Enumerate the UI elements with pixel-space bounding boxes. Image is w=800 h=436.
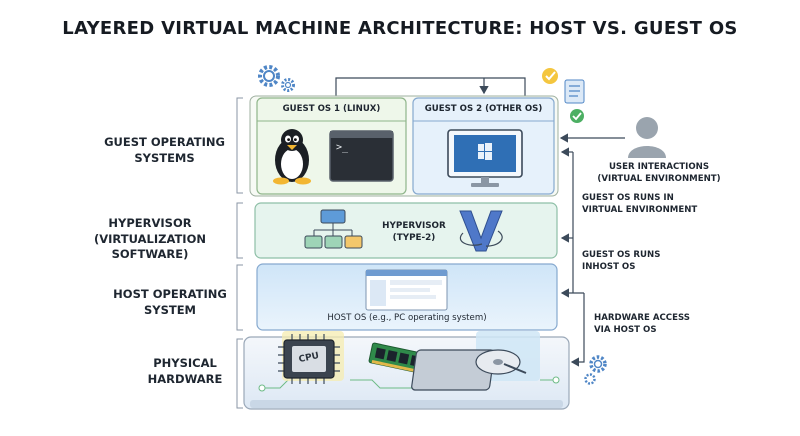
document-list-icon bbox=[564, 79, 585, 104]
hardware-base bbox=[250, 400, 563, 408]
page-title: LAYERED VIRTUAL MACHINE ARCHITECTURE: HO… bbox=[62, 18, 738, 39]
host-window-icon bbox=[365, 269, 448, 311]
org-chart-icon bbox=[304, 209, 363, 249]
monitor-windows-icon bbox=[447, 129, 523, 187]
check-badge-icon bbox=[542, 68, 558, 84]
annotation-virtual-line2: VIRTUAL ENVIRONMENT bbox=[582, 204, 698, 215]
hypervisor-box-label-line1: HYPERVISOR bbox=[382, 221, 446, 231]
terminal-window-icon bbox=[329, 130, 394, 182]
user-avatar-icon bbox=[628, 117, 666, 158]
gear-icon bbox=[258, 65, 295, 92]
annotation-virtual-env: GUEST OS RUNS IN VIRTUAL ENVIRONMENT bbox=[582, 193, 712, 216]
right-flow-arrows bbox=[559, 133, 625, 367]
annotation-inhost: GUEST OS RUNS INHOST OS bbox=[582, 250, 692, 273]
layer-label-hypervisor-line1: HYPERVISOR bbox=[108, 216, 192, 230]
annotation-virtual-line1: GUEST OS RUNS IN bbox=[582, 193, 674, 203]
annotation-inhost-line2: INHOST OS bbox=[582, 261, 636, 272]
annotation-hw-line2: VIA HOST OS bbox=[594, 324, 657, 335]
guest2-title: GUEST OS 2 (OTHER OS) bbox=[424, 104, 543, 114]
hypervisor-v-logo-icon bbox=[459, 210, 503, 252]
layer-label-guest: GUEST OPERATING SYSTEMS bbox=[92, 135, 237, 166]
guest1-title: GUEST OS 1 (LINUX) bbox=[282, 104, 381, 114]
annotation-user-line1: USER INTERACTIONS bbox=[608, 162, 710, 172]
left-brackets bbox=[236, 97, 243, 409]
guest-connector bbox=[335, 77, 526, 98]
layer-label-hypervisor-line2: (VIRTUALIZATION SOFTWARE) bbox=[94, 231, 206, 262]
layer-label-host: HOST OPERATING SYSTEM bbox=[100, 287, 240, 318]
layer-label-guest-text: GUEST OPERATING SYSTEMS bbox=[104, 135, 225, 165]
gear-small-icon bbox=[584, 355, 607, 385]
layer-label-hardware: PHYSICAL HARDWARE bbox=[130, 356, 240, 387]
annotation-user-line2: (VIRTUAL ENVIRONMENT) bbox=[597, 173, 721, 184]
hypervisor-box-label: HYPERVISOR (TYPE-2) bbox=[371, 221, 457, 245]
hypervisor-box-label-line2: (TYPE-2) bbox=[392, 232, 436, 243]
host-os-box-label: HOST OS (e.g., PC operating system) bbox=[327, 313, 487, 323]
check-circle-icon bbox=[570, 109, 584, 123]
annotation-inhost-line1: GUEST OS RUNS bbox=[582, 250, 661, 260]
hard-drive-icon bbox=[411, 349, 527, 391]
layer-label-hypervisor: HYPERVISOR (VIRTUALIZATION SOFTWARE) bbox=[60, 216, 240, 263]
annotation-hw-line1: HARDWARE ACCESS bbox=[594, 313, 690, 323]
annotation-user-interactions: USER INTERACTIONS (VIRTUAL ENVIRONMENT) bbox=[594, 162, 724, 185]
terminal-prompt: >_ bbox=[336, 142, 349, 153]
layer-label-hardware-text: PHYSICAL HARDWARE bbox=[147, 356, 223, 386]
annotation-hardware-access: HARDWARE ACCESS VIA HOST OS bbox=[594, 313, 704, 336]
linux-penguin-icon bbox=[273, 129, 311, 185]
layer-label-host-text: HOST OPERATING SYSTEM bbox=[113, 287, 227, 317]
cpu-chip-icon bbox=[278, 334, 340, 384]
